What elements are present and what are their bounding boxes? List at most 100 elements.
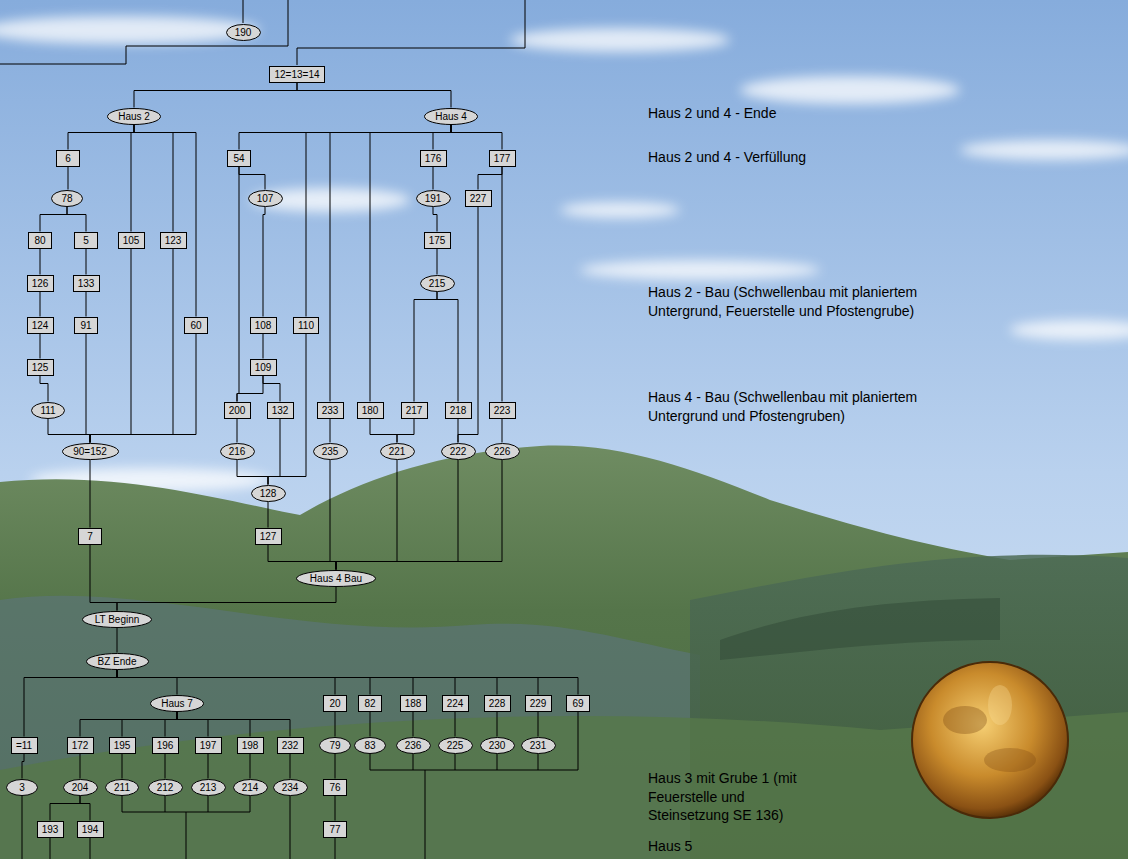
stratigraphic-link bbox=[90, 249, 173, 443]
stratigraphic-link bbox=[502, 419, 503, 443]
stratigraphic-link bbox=[437, 249, 438, 275]
stratigraphic-link bbox=[177, 712, 290, 737]
off-page-lines bbox=[0, 0, 578, 859]
ellipse-shape bbox=[83, 611, 152, 627]
off-page-line bbox=[243, 0, 244, 23]
stratigraphic-link bbox=[370, 419, 397, 443]
stratigraphic-link bbox=[117, 670, 578, 695]
context-number: 227 bbox=[470, 192, 487, 205]
stratigraphic-link bbox=[330, 460, 336, 570]
ellipse-shape bbox=[32, 402, 65, 418]
stratigraphic-link bbox=[134, 125, 196, 317]
ellipse-shape bbox=[320, 737, 351, 753]
stratigraphic-link bbox=[268, 419, 280, 485]
context-box: 218 bbox=[445, 402, 472, 419]
context-number: 234 bbox=[282, 781, 299, 794]
off-page-line bbox=[0, 0, 288, 64]
context-ellipse: 211 bbox=[105, 779, 139, 796]
context-number: 128 bbox=[260, 487, 277, 500]
context-box: 217 bbox=[401, 402, 428, 419]
context-number: 105 bbox=[123, 234, 140, 247]
context-number: 221 bbox=[389, 445, 406, 458]
stratigraphic-link bbox=[134, 125, 173, 232]
phase-note: Haus 2 und 4 - Verfüllung bbox=[648, 148, 948, 167]
context-box: 91 bbox=[74, 317, 98, 334]
context-number: 76 bbox=[329, 781, 340, 794]
stratigraphic-link bbox=[455, 712, 456, 737]
context-box: 126 bbox=[27, 275, 54, 292]
stratigraphic-link bbox=[117, 670, 538, 695]
context-ellipse: 214 bbox=[233, 779, 268, 796]
context-box: 197 bbox=[195, 737, 222, 754]
context-ellipse: 216 bbox=[220, 443, 255, 460]
context-number: 80 bbox=[34, 234, 45, 247]
ellipse-shape bbox=[251, 485, 285, 501]
context-number: 77 bbox=[329, 823, 340, 836]
context-box: 132 bbox=[267, 402, 294, 419]
ellipse-shape bbox=[416, 190, 450, 206]
stratigraphic-link bbox=[397, 419, 414, 443]
context-ellipse: LT Beginn bbox=[82, 611, 152, 628]
context-number: 3 bbox=[19, 781, 25, 794]
stratigraphic-link bbox=[297, 83, 451, 108]
context-box: 198 bbox=[237, 737, 264, 754]
ellipse-shape bbox=[441, 443, 475, 459]
context-number: 69 bbox=[572, 697, 583, 710]
context-number: 60 bbox=[190, 319, 201, 332]
context-box: 54 bbox=[227, 150, 251, 167]
ellipse-shape bbox=[86, 653, 148, 669]
ellipse-shape bbox=[380, 443, 414, 459]
stratigraphic-link bbox=[290, 754, 291, 779]
stratigraphic-link bbox=[131, 125, 134, 232]
context-number: 5 bbox=[83, 234, 89, 247]
stratigraphic-link bbox=[370, 712, 371, 737]
stratigraphic-link bbox=[451, 125, 502, 150]
stratigraphic-link bbox=[117, 670, 177, 695]
clouds bbox=[0, 16, 1128, 492]
context-ellipse: 128 bbox=[251, 485, 286, 502]
context-number: 215 bbox=[429, 277, 446, 290]
context-number: 125 bbox=[32, 361, 49, 374]
stratigraphic-link bbox=[336, 460, 502, 570]
context-ellipse: 190 bbox=[226, 24, 261, 41]
stratigraphic-link bbox=[50, 796, 80, 821]
context-box: 76 bbox=[323, 779, 347, 796]
stratigraphic-link bbox=[117, 670, 455, 695]
ellipse-shape bbox=[313, 443, 347, 459]
context-number: 217 bbox=[406, 404, 423, 417]
context-ellipse: 231 bbox=[521, 737, 556, 754]
context-number: 20 bbox=[329, 697, 340, 710]
ellipse-shape bbox=[248, 190, 282, 206]
context-number: 194 bbox=[82, 823, 99, 836]
ellipse-shape bbox=[52, 190, 83, 206]
mountain bbox=[0, 446, 1128, 859]
stratigraphic-link bbox=[433, 167, 434, 190]
context-box: 194 bbox=[77, 821, 104, 838]
stratigraphic-link bbox=[239, 125, 451, 150]
phase-note: Haus 2 - Bau (Schwellenbau mit planierte… bbox=[648, 283, 923, 320]
stratigraphic-link bbox=[502, 167, 503, 402]
context-ellipse: 79 bbox=[319, 737, 351, 754]
context-box: 109 bbox=[250, 359, 277, 376]
stratigraphic-link bbox=[414, 292, 437, 402]
coin-relief bbox=[988, 685, 1012, 725]
phase-note: Haus 2 und 4 - Ende bbox=[648, 104, 948, 123]
context-number: 235 bbox=[322, 445, 339, 458]
context-number: 213 bbox=[200, 781, 217, 794]
context-number: 223 bbox=[494, 404, 511, 417]
context-box: 60 bbox=[184, 317, 208, 334]
phase-note: Haus 3 mit Grube 1 (mit Feuerstelle und … bbox=[648, 769, 828, 825]
context-box: 200 bbox=[224, 402, 251, 419]
stratigraphic-link bbox=[40, 292, 41, 317]
context-box: 188 bbox=[400, 695, 427, 712]
stratigraphic-link bbox=[330, 125, 451, 402]
stratigraphic-link bbox=[437, 292, 458, 402]
ellipse-shape bbox=[297, 570, 376, 586]
context-number: 177 bbox=[494, 152, 511, 165]
context-ellipse: 191 bbox=[416, 190, 451, 207]
ellipse-shape bbox=[396, 737, 430, 753]
cloud bbox=[960, 140, 1128, 160]
stratigraphic-link bbox=[48, 419, 90, 443]
context-number: 198 bbox=[242, 739, 259, 752]
context-number: 226 bbox=[494, 445, 511, 458]
